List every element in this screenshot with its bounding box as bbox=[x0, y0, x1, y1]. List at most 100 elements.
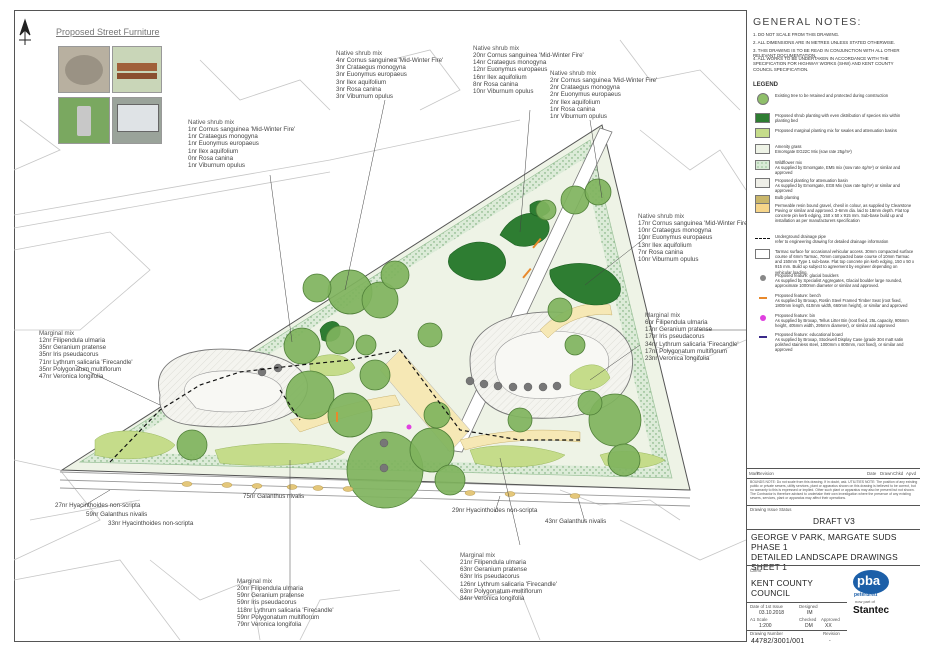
legend-text: Proposed feature: glacial boulders As su… bbox=[775, 273, 903, 289]
note-line: 126nr Lythrum salicaria 'Firecandle' bbox=[460, 580, 558, 588]
drawing-number-label: Drawing Number bbox=[750, 631, 783, 636]
note-line: 35nr Polygonatum multiflorum bbox=[39, 365, 122, 373]
legend-swatch bbox=[759, 297, 767, 299]
note-line: 1nr Ilex aquifolium bbox=[188, 147, 239, 155]
note-line: 59nr Iris pseudacorus bbox=[237, 599, 297, 607]
checked-label: Checked bbox=[799, 617, 817, 622]
disclaimer: BOUNDS NOTE: Do not scale from this draw… bbox=[750, 480, 918, 501]
note-line: 7nr Rosa canina bbox=[638, 248, 684, 256]
leader-lines bbox=[74, 99, 746, 598]
note-line: 4nr Cornus sanguinea 'Mid-Winter Fire' bbox=[336, 57, 444, 65]
trees bbox=[176, 178, 642, 509]
note-line: Native shrub mix bbox=[473, 45, 520, 52]
context-lines bbox=[13, 39, 746, 641]
note-line: 1nr Cornus sanguinea 'Mid-Winter Fire' bbox=[188, 126, 296, 134]
drawing-number: 44782/3001/001 bbox=[751, 638, 805, 645]
note-line: 3nr Ilex aquifolium bbox=[336, 78, 387, 86]
legend-title: LEGEND bbox=[753, 82, 779, 88]
attenuation-basin-west-inner bbox=[184, 370, 283, 413]
legend-swatch bbox=[755, 238, 770, 239]
logo-now-part-of: now part of bbox=[855, 599, 875, 604]
legend-text: Proposed feature: bin As supplied by Bro… bbox=[775, 313, 909, 329]
legend-text: Permeable resin bound gravel, chesil in … bbox=[775, 203, 912, 224]
note-line: Native shrub mix bbox=[188, 119, 235, 126]
revision-header-cell: Apvd bbox=[906, 471, 917, 476]
legend-swatch bbox=[755, 160, 770, 170]
legend-swatch bbox=[755, 128, 770, 138]
note-line: 71nr Lythrum salicaria 'Firecandle' bbox=[39, 358, 133, 366]
legend-text: Underground drainage pipe refer to engin… bbox=[775, 234, 889, 245]
legend-swatch bbox=[759, 336, 767, 338]
legend-text: Bulb planting bbox=[775, 195, 800, 200]
note-line: 3nr Crataegus monogyna bbox=[336, 64, 406, 72]
designed-label: Designed bbox=[799, 604, 818, 609]
legend-swatch bbox=[755, 203, 770, 213]
project-line-1: GEORGE V PARK, MARGATE SUDS bbox=[751, 532, 897, 542]
note-line: 3nr Euonymus europaeus bbox=[336, 71, 407, 79]
benches bbox=[336, 238, 542, 422]
note-line: 16nr Ilex aquifolium bbox=[473, 73, 527, 81]
note-line: 23nr Veronica longifolia bbox=[645, 354, 710, 362]
legend-text: Wildflower mix As supplied by Emorsgate,… bbox=[775, 160, 901, 176]
note-line: 14nr Crataegus monogyna bbox=[473, 59, 547, 67]
note-line: 12nr Euonymus europaeus bbox=[473, 66, 548, 74]
note-line: 10nr Viburnum opulus bbox=[638, 255, 699, 263]
project-line-2: PHASE 1 bbox=[751, 542, 788, 552]
boulders bbox=[257, 363, 562, 473]
legend-text: Tarmac surface for occasional vehicular … bbox=[775, 249, 915, 275]
note-line: 63nr Geranium pratense bbox=[460, 566, 528, 574]
legend-text: Proposed shrub planting with even distri… bbox=[775, 113, 901, 124]
logo-stantec: Stantec bbox=[853, 605, 890, 616]
approved-value: XX bbox=[825, 623, 832, 629]
note-line: 1nr Euonymus europaeus bbox=[188, 140, 259, 148]
legend-swatch bbox=[755, 178, 770, 188]
checked-value: DM bbox=[805, 623, 813, 629]
client-line-2: COUNCIL bbox=[751, 588, 791, 598]
legend-swatch bbox=[755, 249, 770, 259]
note-line: 47nr Veronica longifolia bbox=[39, 372, 104, 380]
note-line: 0nr Rosa canina bbox=[188, 154, 234, 162]
note-line: 1nr Rosa canina bbox=[550, 105, 596, 113]
note-line: 35nr Geranium pratense bbox=[39, 344, 107, 352]
client-line-1: KENT COUNTY bbox=[751, 578, 814, 588]
legend-swatch bbox=[760, 315, 766, 321]
revision-header-cell: Mark bbox=[749, 471, 759, 476]
note-line: 3nr Viburnum opulus bbox=[336, 92, 393, 100]
note-line: 79nr Veronica longifolia bbox=[237, 620, 302, 628]
general-note-3: 3. THIS DRAWING IS TO BE READ IN CONJUNC… bbox=[753, 48, 900, 59]
client-label: Client bbox=[750, 568, 762, 573]
logo-pba: pba bbox=[857, 573, 881, 588]
designed-value: IM bbox=[807, 610, 813, 616]
note-line: 10nr Crataegus monogyna bbox=[638, 227, 712, 235]
legend-text: Amenity grass Emorsgate EG22C Mix (sow r… bbox=[775, 144, 852, 155]
site-plan bbox=[13, 18, 746, 641]
revision-header-cell: Date bbox=[867, 471, 877, 476]
legend-text: Proposed marginal planting mix for swale… bbox=[775, 128, 897, 133]
date-label: Date of 1st Issue bbox=[750, 604, 783, 609]
revision-value: - bbox=[829, 638, 831, 644]
note-line: 1nr Viburnum opulus bbox=[188, 161, 245, 169]
note-line: 2nr Crataegus monogyna bbox=[550, 84, 620, 92]
general-note-1: 1. DO NOT SCALE FROM THIS DRAWING. bbox=[753, 32, 840, 37]
drawing-status: DRAFT V3 bbox=[813, 516, 855, 526]
note-line: 2nr Ilex aquifolium bbox=[550, 98, 601, 106]
note-line: 63nr Iris pseudacorus bbox=[460, 573, 520, 581]
note-line: 10nr Viburnum opulus bbox=[473, 87, 534, 95]
legend-text: Proposed feature: bench As supplied by B… bbox=[775, 293, 908, 309]
scale-label: A1 Scale bbox=[750, 617, 768, 622]
note-line: 118nr Lythrum salicaria 'Firecandle' bbox=[237, 606, 334, 614]
pba-logo: pba peterbrett now part of Stantec bbox=[851, 568, 913, 630]
note-line: 17nr Iris pseudacorus bbox=[645, 333, 705, 341]
note-line: 21nr Filipendula ulmaria bbox=[460, 559, 527, 567]
note-line: 2nr Cornus sanguinea 'Mid-Winter Fire' bbox=[550, 77, 658, 85]
legend-swatch bbox=[755, 144, 770, 154]
note-line: Native shrub mix bbox=[550, 70, 597, 77]
legend-text: Proposed feature: educational board As s… bbox=[775, 332, 904, 353]
drainage bbox=[109, 349, 580, 463]
note-line: 3nr Rosa canina bbox=[336, 85, 382, 93]
note-line: 6nr Filipendula ulmaria bbox=[645, 319, 708, 327]
